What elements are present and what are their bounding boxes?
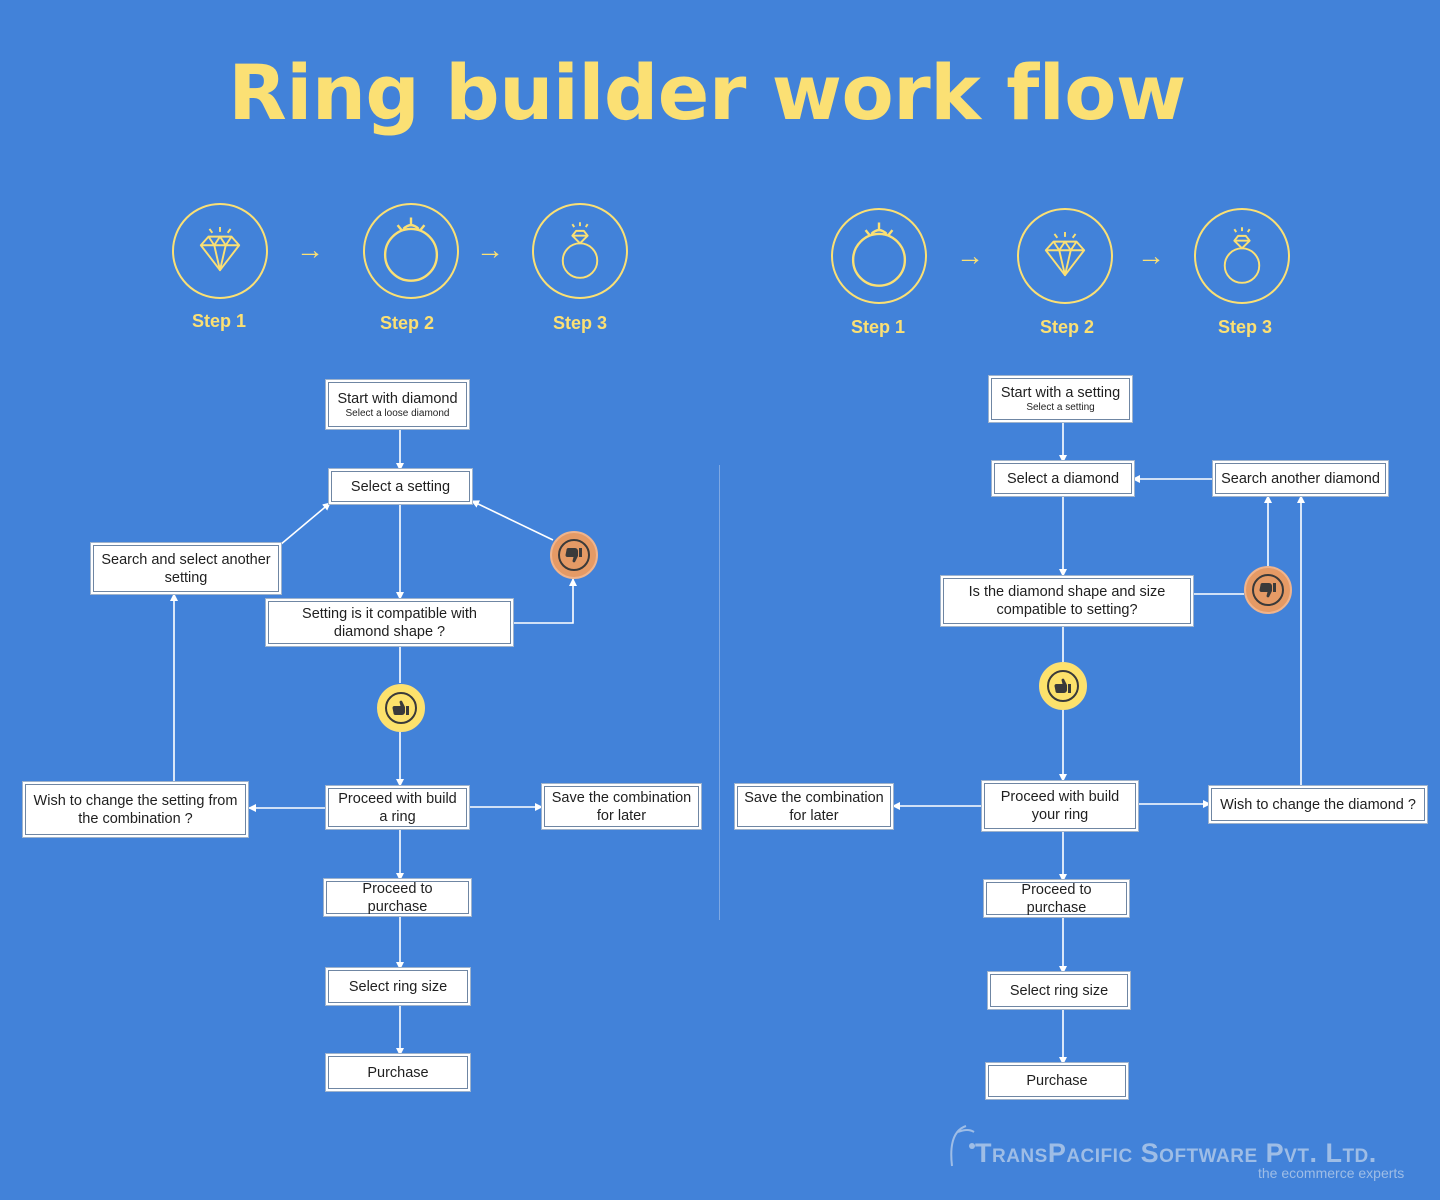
start-sublabel: Select a setting (1026, 402, 1095, 413)
left-wish-change-box: Wish to change the setting from the comb… (25, 784, 246, 835)
right-select-diamond-box: Select a diamond (994, 463, 1132, 494)
step-arrow: → (296, 234, 324, 265)
step-arrow: → (956, 240, 984, 271)
brand-logo-icon (950, 1125, 975, 1167)
brand-tagline: the ecommerce experts (1258, 1165, 1405, 1181)
right-start-box: Start with a setting Select a setting (991, 378, 1130, 420)
diamond-ring-icon (1194, 208, 1290, 304)
left-purchase-box: Purchase (328, 1056, 468, 1089)
start-sublabel: Select a loose diamond (345, 407, 450, 419)
step-3-label: Step 3 (1217, 317, 1273, 337)
right-ring-size-box: Select ring size (990, 974, 1128, 1007)
column-divider (719, 465, 720, 920)
right-proceed-build-box: Proceed with build your ring (984, 783, 1136, 829)
left-start-box: Start with diamond Select a loose diamon… (328, 382, 467, 427)
diamond-ring-icon (532, 203, 628, 299)
left-select-setting-box: Select a setting (331, 471, 470, 502)
left-search-another-box: Search and select another setting (93, 545, 279, 592)
right-save-later-box: Save the combination for later (737, 786, 891, 827)
start-label: Start with a setting (1000, 385, 1121, 401)
left-ring-size-box: Select ring size (328, 970, 468, 1003)
right-purchase-box: Purchase (988, 1065, 1126, 1097)
ring-icon (363, 203, 459, 299)
thumbs-up-icon (377, 684, 425, 732)
left-proceed-purchase-box: Proceed to purchase (326, 881, 469, 915)
right-search-another-box: Search another diamond (1215, 463, 1386, 494)
thumbs-down-icon (1244, 566, 1292, 614)
thumbs-down-icon (550, 531, 598, 579)
step-1-label: Step 1 (191, 311, 247, 331)
right-proceed-purchase-box: Proceed to purchase (986, 882, 1127, 916)
step-arrow: → (1137, 240, 1165, 271)
step-arrow: → (476, 234, 504, 265)
diamond-icon (172, 203, 268, 299)
left-compatible-box: Setting is it compatible with diamond sh… (268, 601, 511, 644)
brand-name: TransPacific Software Pvt. Ltd. (975, 1138, 1377, 1168)
right-wish-change-box: Wish to change the diamond ? (1211, 788, 1425, 821)
diamond-icon (1017, 208, 1113, 304)
step-2-label: Step 2 (1039, 317, 1095, 337)
left-proceed-build-box: Proceed with build a ring (328, 788, 467, 827)
start-label: Start with diamond (337, 390, 458, 407)
left-save-later-box: Save the combination for later (544, 786, 699, 827)
step-1-label: Step 1 (850, 317, 906, 337)
right-compatible-box: Is the diamond shape and size compatible… (943, 578, 1191, 624)
page-title: Ring builder work flow (228, 48, 1186, 137)
ring-icon (831, 208, 927, 304)
step-2-label: Step 2 (379, 313, 435, 333)
thumbs-up-icon (1039, 662, 1087, 710)
step-3-label: Step 3 (552, 313, 608, 333)
